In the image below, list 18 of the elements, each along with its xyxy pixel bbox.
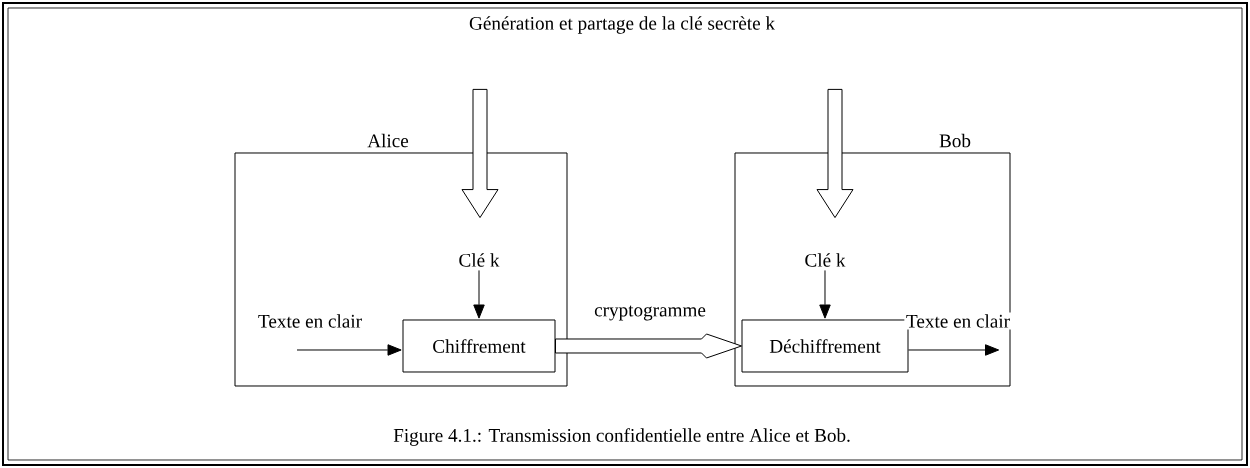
block-arrow bbox=[816, 88, 854, 219]
caption: Figure 4.1.: Transmission confidentielle entre Alice et Bob. bbox=[393, 428, 850, 446]
arrow bbox=[908, 344, 1000, 356]
text-label: Clé k bbox=[459, 253, 500, 267]
process-box: Chiffrement bbox=[402, 319, 556, 373]
process-box: Déchiffrement bbox=[741, 319, 909, 373]
edge-label: Texte en clair bbox=[258, 314, 362, 328]
text-label: Clé k bbox=[805, 253, 846, 267]
edge-label: cryptogramme bbox=[594, 305, 706, 321]
arrow bbox=[819, 269, 831, 319]
node-label: Bob bbox=[939, 133, 971, 148]
text-label: Génération et partage de la clé secrète k bbox=[469, 16, 776, 34]
block-arrow bbox=[555, 333, 742, 359]
edge-label: Texte en clair bbox=[906, 314, 1010, 328]
arrow bbox=[296, 344, 402, 356]
block-arrow bbox=[461, 88, 499, 219]
arrow bbox=[473, 269, 485, 319]
node-label: Alice bbox=[367, 133, 409, 148]
